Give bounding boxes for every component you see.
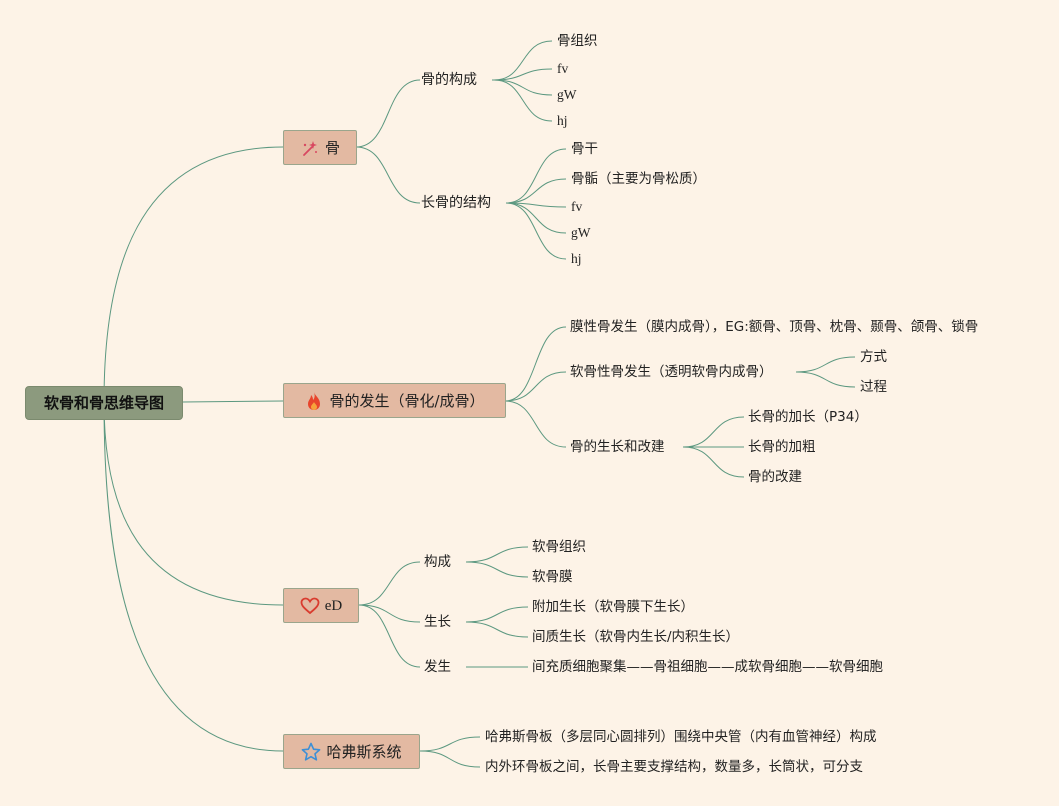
topic-ed[interactable]: eD <box>283 588 359 623</box>
leaf-lengthening[interactable]: 长骨的加长（P34） <box>748 409 868 425</box>
leaf-remodeling[interactable]: 骨的改建 <box>748 469 802 485</box>
topic-ossification-label: 骨的发生（骨化/成骨） <box>329 391 485 410</box>
connector-ossification-sub-1 <box>504 371 567 402</box>
connector-ed-sub-0 <box>358 561 421 606</box>
connector-haversian-0 <box>419 736 481 752</box>
connector-ossification-sub-2 <box>504 400 567 448</box>
leaf-process[interactable]: 过程 <box>860 379 887 395</box>
connector-root-ed <box>103 401 284 606</box>
connector-ed-sub-2 <box>358 604 421 668</box>
connector-growth-leaf-0 <box>682 416 745 448</box>
connector-growth-interstitial <box>465 621 529 638</box>
leaf-haversian-location[interactable]: 内外环骨板之间，长骨主要支撑结构，数量多，长筒状，可分支 <box>485 759 863 775</box>
subtopic-bone-composition[interactable]: 骨的构成 <box>421 72 477 88</box>
leaf-method[interactable]: 方式 <box>860 349 887 365</box>
leaf-interstitial-growth[interactable]: 间质生长（软骨内生长/内积生长） <box>532 629 740 645</box>
connector-growth-leaf-2 <box>682 446 745 478</box>
connector-composition-leaf-1 <box>493 68 553 81</box>
leaf-hj-2[interactable]: hj <box>571 251 582 266</box>
connector-root-bone <box>103 146 284 403</box>
magic-wand-sparkle-icon <box>300 138 320 158</box>
leaf-gw[interactable]: gW <box>557 87 577 102</box>
leaf-bone-tissue[interactable]: 骨组织 <box>557 33 598 49</box>
connector-structure-leaf-0 <box>505 148 567 204</box>
connector-haversian-1 <box>419 750 481 768</box>
connector-bone-structure <box>355 146 421 204</box>
connector-composition-leaf-3 <box>493 79 553 122</box>
leaf-gw-2[interactable]: gW <box>571 225 591 240</box>
topic-haversian-system[interactable]: 哈弗斯系统 <box>283 734 420 769</box>
connector-ed-sub-1 <box>358 604 421 623</box>
connector-root-ossification <box>182 400 284 403</box>
leaf-development-sequence[interactable]: 间充质细胞聚集——骨祖细胞——成软骨细胞——软骨细胞 <box>532 659 883 675</box>
connector-composition-leaf-0 <box>493 40 553 81</box>
subtopic-long-bone-structure[interactable]: 长骨的结构 <box>421 195 491 211</box>
connector-bone-composition <box>355 79 421 148</box>
leaf-thickening[interactable]: 长骨的加粗 <box>748 439 816 455</box>
fire-icon <box>304 391 324 411</box>
connector-composition-membrane <box>465 561 529 578</box>
connector-composition-tissue <box>465 546 529 563</box>
connector-structure-leaf-2 <box>505 202 567 208</box>
leaf-perichondrium[interactable]: 软骨膜 <box>532 569 573 585</box>
leaf-diaphysis[interactable]: 骨干 <box>571 141 598 157</box>
leaf-haversian-lamellae[interactable]: 哈弗斯骨板（多层同心圆排列）围绕中央管（内有血管神经）构成 <box>485 729 877 745</box>
connector-composition-leaf-2 <box>493 79 553 96</box>
root-topic-label: 软骨和骨思维导图 <box>43 394 164 412</box>
connector-ossification-sub-0 <box>504 326 567 402</box>
subtopic-cartilage-growth[interactable]: 生长 <box>424 614 451 630</box>
connector-root-haversian <box>103 401 284 752</box>
leaf-cartilage-tissue[interactable]: 软骨组织 <box>532 539 586 555</box>
connector-endochondral-process <box>795 371 856 388</box>
topic-haversian-system-label: 哈弗斯系统 <box>326 742 402 761</box>
topic-ed-label: eD <box>324 597 343 614</box>
connector-structure-leaf-4 <box>505 202 567 260</box>
connector-structure-leaf-3 <box>505 202 567 234</box>
leaf-appositional-growth[interactable]: 附加生长（软骨膜下生长） <box>532 599 694 615</box>
leaf-hj[interactable]: hj <box>557 113 568 128</box>
leaf-fv-2[interactable]: fv <box>571 199 583 214</box>
connector-growth-appositional <box>465 606 529 623</box>
connector-endochondral-method <box>795 356 856 373</box>
subtopic-cartilage-development[interactable]: 发生 <box>424 659 451 675</box>
connector-structure-leaf-1 <box>505 178 567 204</box>
topic-bone[interactable]: 骨 <box>283 130 357 165</box>
leaf-epiphysis[interactable]: 骨骺（主要为骨松质） <box>571 171 706 187</box>
heart-icon <box>300 596 320 616</box>
topic-ossification[interactable]: 骨的发生（骨化/成骨） <box>283 383 506 418</box>
subtopic-growth-remodeling[interactable]: 骨的生长和改建 <box>570 439 665 455</box>
topic-bone-label: 骨 <box>324 138 340 157</box>
subtopic-cartilage-composition[interactable]: 构成 <box>424 554 451 570</box>
star-icon <box>301 742 321 762</box>
subtopic-endochondral[interactable]: 软骨性骨发生（透明软骨内成骨） <box>570 364 773 380</box>
subtopic-intramembranous[interactable]: 膜性骨发生（膜内成骨），EG:额骨、顶骨、枕骨、颞骨、颌骨、锁骨 <box>570 319 979 335</box>
leaf-fv[interactable]: fv <box>557 61 569 76</box>
root-topic[interactable]: 软骨和骨思维导图 <box>25 386 183 420</box>
